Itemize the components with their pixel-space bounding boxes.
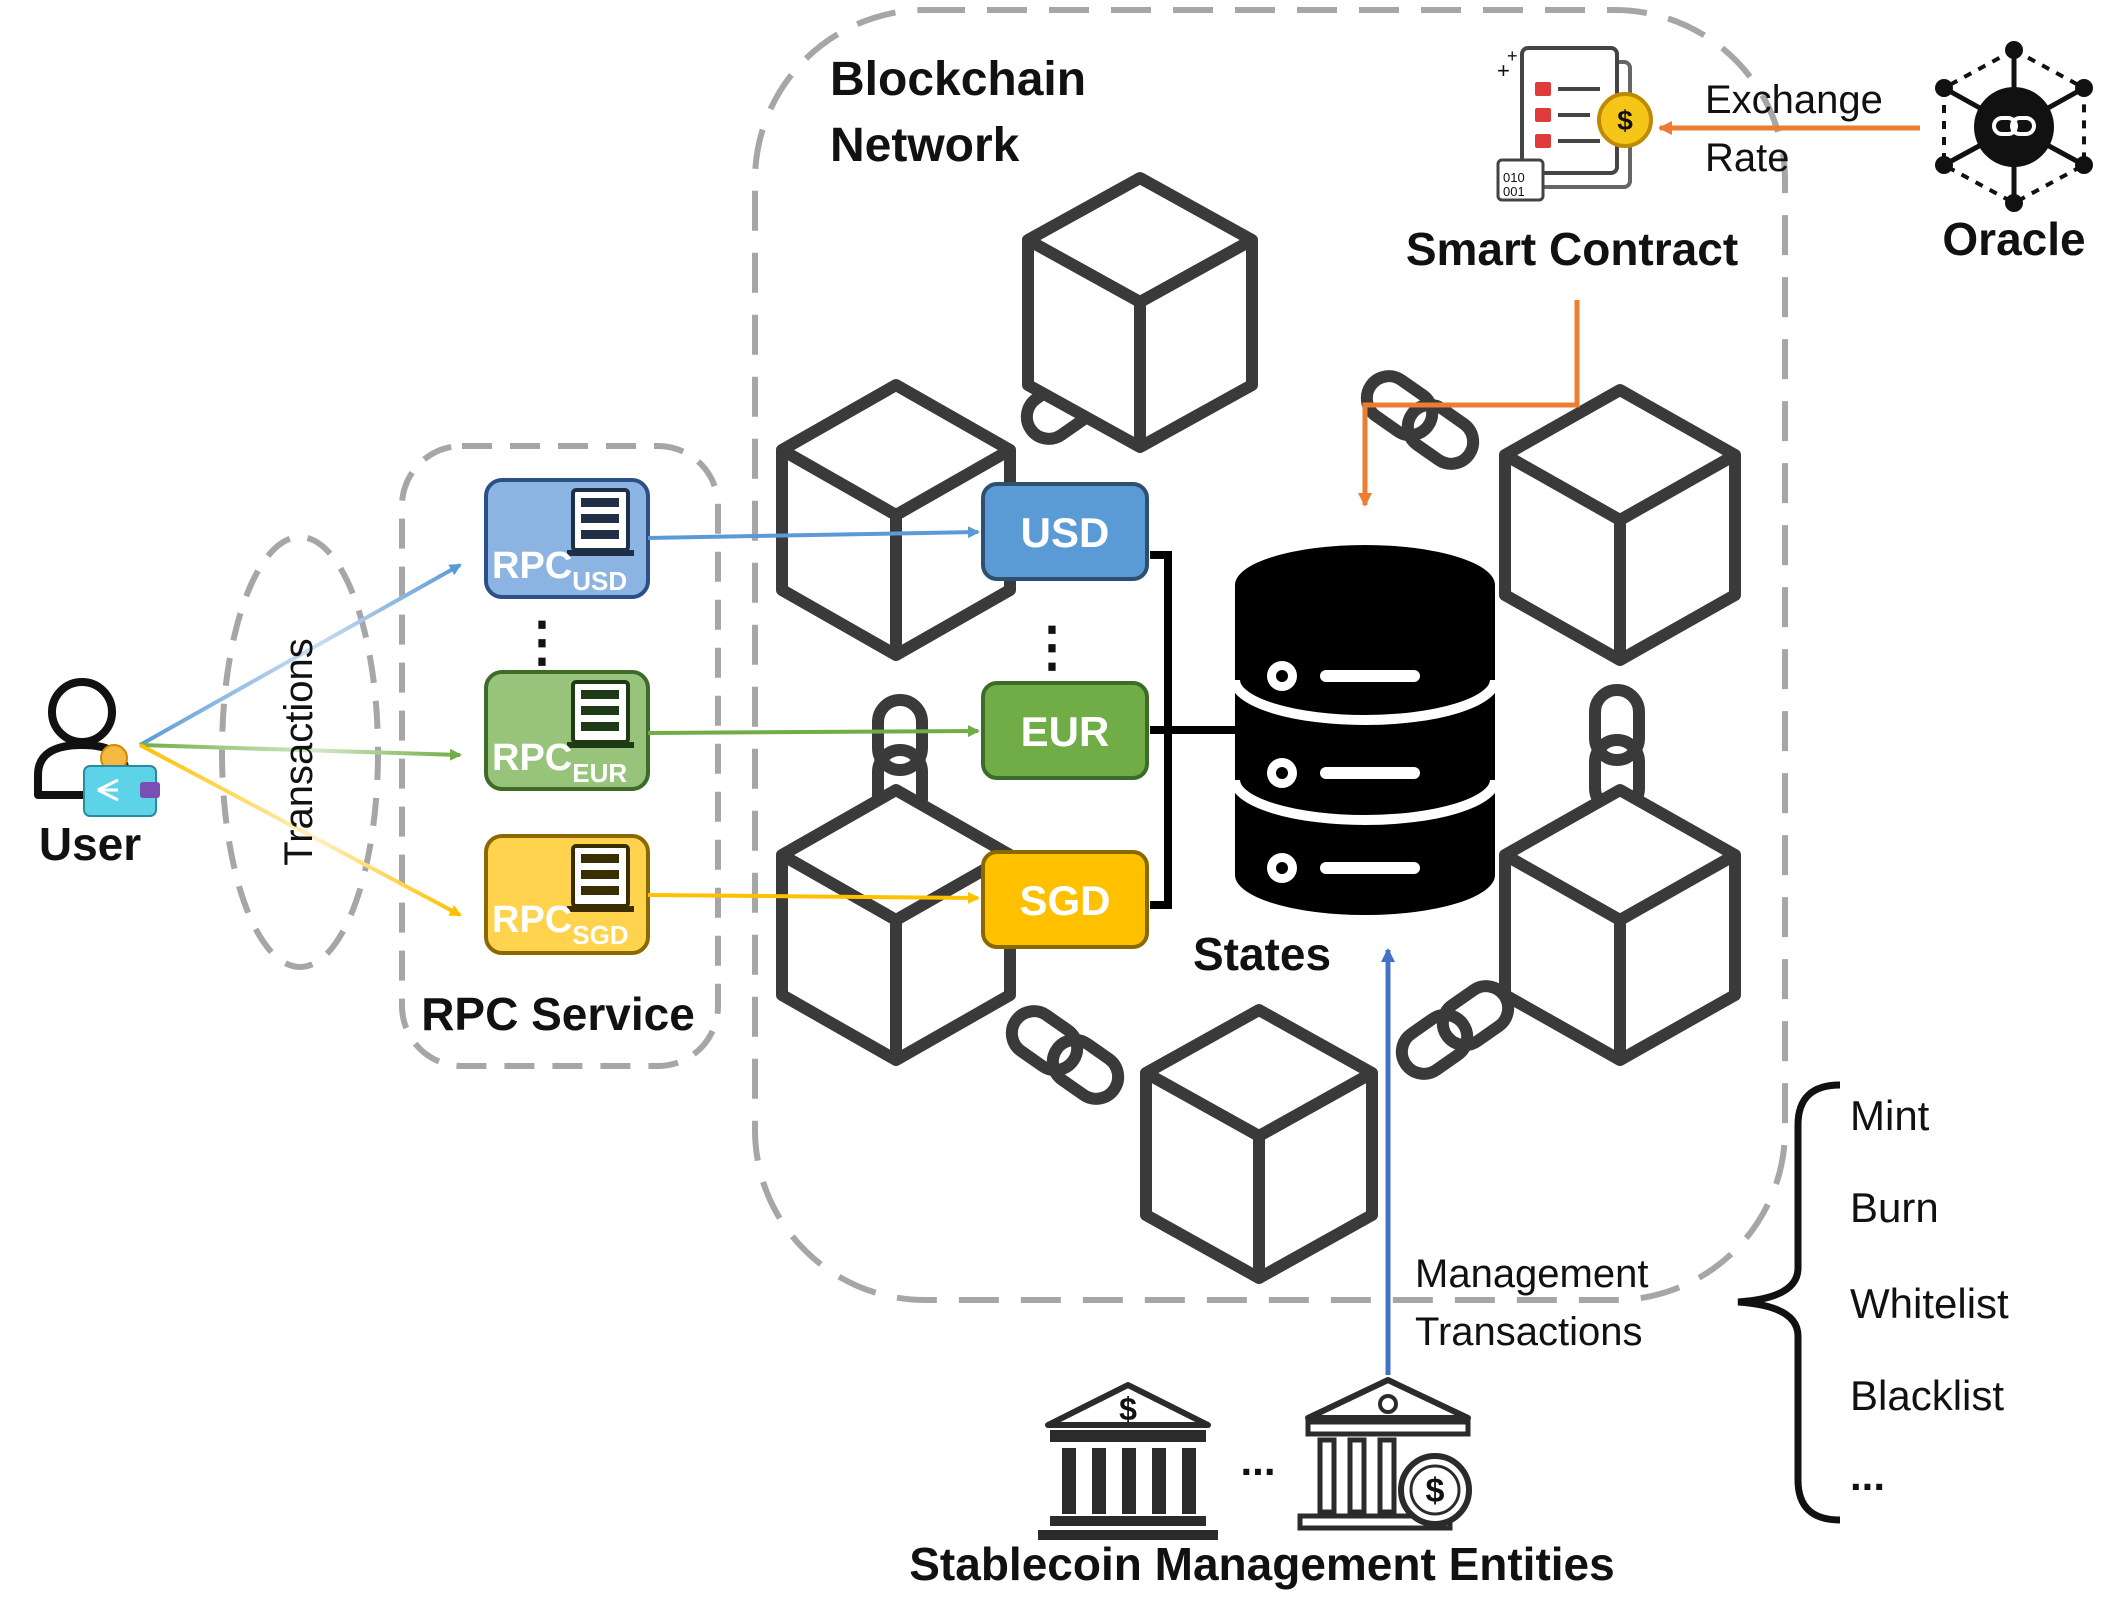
operations-brace (1737, 1081, 1841, 1524)
rpc-ellipsis: ⋮ (515, 612, 569, 672)
svg-text:010: 010 (1503, 170, 1525, 185)
rpc-service-boundary (399, 443, 721, 1069)
currency-label-eur: EUR (1021, 708, 1110, 755)
user-icon (34, 678, 160, 817)
svg-text:RPCEUR: RPCEUR (492, 737, 627, 788)
states-database-icon (1230, 545, 1500, 915)
svg-text:$: $ (1426, 1472, 1445, 1510)
stablecoin-entities-label: Stablecoin Management Entities (909, 1538, 1614, 1590)
svg-text:$: $ (1617, 105, 1633, 136)
rpc-node-usd: RPCUSD (484, 478, 650, 599)
operation-blacklist: Blacklist (1850, 1372, 2004, 1419)
bank-ellipsis: ... (1240, 1437, 1275, 1484)
blockchain-network-boundary (752, 7, 1788, 1303)
svg-text:+: + (1507, 46, 1518, 66)
bank-coin-icon: $ (1297, 1377, 1472, 1531)
rpc-prefix: RPC (492, 545, 572, 587)
block-top (1022, 172, 1258, 453)
svg-text:RPCUSD: RPCUSD (492, 545, 627, 596)
wallet-icon (83, 744, 160, 817)
chain-link-top-right (1360, 370, 1480, 470)
block-top-right (1499, 384, 1741, 666)
arrow-user-to-rpc-usd (139, 563, 462, 747)
operation-whitelist: Whitelist (1850, 1280, 2009, 1327)
user-label: User (39, 818, 141, 870)
arrow-rpc-eur-to-eur (647, 725, 980, 738)
block-bottom-left (776, 784, 1016, 1066)
svg-text:RPCSGD: RPCSGD (492, 899, 629, 950)
rpc-node-eur: RPCEUR (484, 670, 650, 791)
arrow-contract-to-states (1358, 300, 1580, 507)
svg-text:001: 001 (1503, 184, 1525, 199)
currency-bracket (1150, 551, 1240, 909)
rpc-prefix: RPC (492, 899, 572, 941)
currency-ellipsis: ⋮ (1025, 617, 1079, 677)
chain-link-bottom-left (1005, 1005, 1125, 1105)
svg-text:$: $ (1119, 1391, 1137, 1427)
smart-contract-label: Smart Contract (1406, 223, 1738, 275)
rpc-service-label: RPC Service (421, 988, 695, 1040)
bank-dollar-icon: $ (1038, 1382, 1218, 1540)
currency-box-eur: EUR (981, 681, 1149, 780)
rpc-subscript: SGD (572, 920, 628, 950)
arrow-user-to-rpc-sgd (139, 743, 462, 917)
arrow-rpc-sgd-to-sgd (647, 891, 980, 904)
oracle-icon (1935, 41, 2093, 212)
server-rack-icon (567, 844, 634, 912)
rpc-node-sgd: RPCSGD (484, 834, 650, 955)
server-rack-icon (567, 680, 634, 748)
chain-link-bottom-right (1395, 980, 1515, 1080)
operation-burn: Burn (1850, 1184, 1939, 1231)
currency-box-usd: USD (981, 482, 1149, 581)
arrow-user-to-rpc-eur (139, 743, 462, 761)
arrow-rpc-usd-to-usd (647, 526, 980, 540)
currency-box-sgd: SGD (981, 850, 1149, 949)
oracle-label: Oracle (1942, 213, 2085, 265)
block-top-left (776, 379, 1016, 661)
currency-label-sgd: SGD (1019, 877, 1110, 924)
currency-label-usd: USD (1021, 509, 1110, 556)
operation-mint: Mint (1850, 1092, 1930, 1139)
transactions-label: Transactions (277, 638, 321, 866)
operation-more: ... (1850, 1452, 1885, 1499)
server-rack-icon (567, 488, 634, 556)
rpc-subscript: USD (572, 566, 627, 596)
block-bottom (1140, 1004, 1378, 1284)
states-label: States (1193, 928, 1331, 980)
svg-text:+: + (1497, 58, 1510, 83)
block-bottom-right (1499, 784, 1741, 1066)
rpc-prefix: RPC (492, 737, 572, 779)
rpc-subscript: EUR (572, 758, 627, 788)
